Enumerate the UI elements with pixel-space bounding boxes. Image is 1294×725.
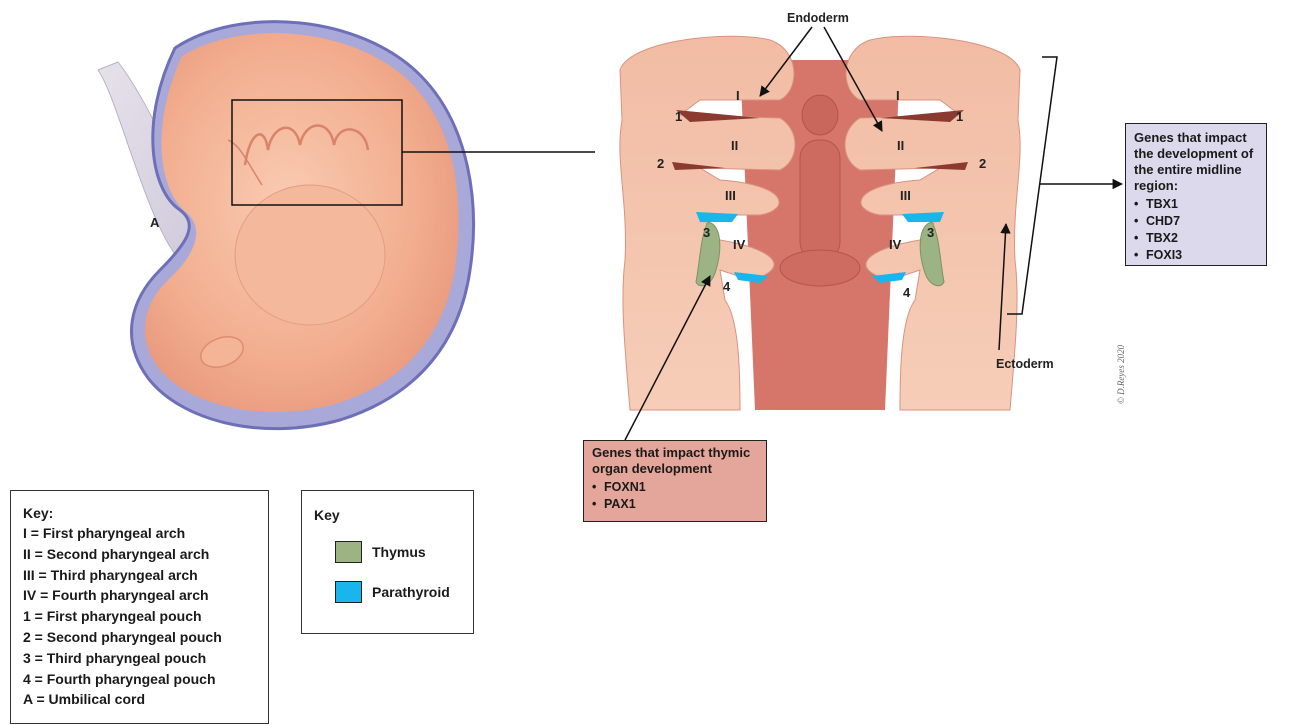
ectoderm-label: Ectoderm	[996, 357, 1054, 371]
arch-I-left-label: I	[736, 88, 740, 103]
arch-IV-right-label: IV	[889, 237, 902, 252]
key-row: 3 = Third pharyngeal pouch	[23, 648, 256, 669]
arch-IV-left-label: IV	[733, 237, 746, 252]
arch-II-left-label: II	[731, 138, 738, 153]
pouch-1-left-label: 1	[675, 109, 682, 124]
key-row: IV = Fourth pharyngeal arch	[23, 585, 256, 606]
midline-nodule-bottom	[780, 250, 860, 286]
arch-III-left-label: III	[725, 188, 736, 203]
gene-item: PAX1	[592, 496, 758, 513]
legend-item-thymus: Thymus	[335, 541, 426, 563]
arch-I-right-label: I	[896, 88, 900, 103]
gene-item: CHD7	[1134, 213, 1258, 230]
endoderm-label: Endoderm	[787, 11, 849, 25]
key-row: III = Third pharyngeal arch	[23, 565, 256, 586]
thymus-swatch	[335, 541, 362, 563]
arch-III-right-label: III	[900, 188, 911, 203]
pharyngeal-section	[620, 36, 1020, 410]
thymic-genes-box: Genes that impact thymic organ developme…	[583, 440, 767, 522]
umbilical-cord-label: A	[150, 215, 160, 230]
embryo-heart-bulge	[235, 185, 385, 325]
midline-column	[800, 140, 840, 260]
thymic-genes-title: Genes that impact thymic organ developme…	[592, 445, 758, 477]
gene-item: TBX1	[1134, 196, 1258, 213]
parathyroid-legend-label: Parathyroid	[372, 584, 450, 600]
pouch-1-right-label: 1	[956, 109, 963, 124]
midline-genes-box: Genes that impact the development of the…	[1125, 123, 1267, 266]
abbreviation-key-title: Key:	[23, 505, 256, 521]
gene-item: TBX2	[1134, 230, 1258, 247]
key-row: A = Umbilical cord	[23, 689, 256, 710]
color-key-title: Key	[314, 507, 461, 523]
key-row: 4 = Fourth pharyngeal pouch	[23, 669, 256, 690]
pouch-4-right-label: 4	[903, 285, 911, 300]
artist-signature: © D.Reyes 2020	[1090, 338, 1150, 408]
parathyroid-swatch	[335, 581, 362, 603]
color-key: Key Thymus Parathyroid	[301, 490, 474, 634]
midline-nodule-top	[802, 95, 838, 135]
pouch-3-right-label: 3	[927, 225, 934, 240]
pouch-3-left-label: 3	[703, 225, 710, 240]
embryo-illustration	[98, 22, 595, 429]
pouch-2-left-label: 2	[657, 156, 664, 171]
key-row: I = First pharyngeal arch	[23, 523, 256, 544]
key-row: 1 = First pharyngeal pouch	[23, 606, 256, 627]
midline-genes-title: Genes that impact the development of the…	[1134, 130, 1258, 194]
signature-text: © D.Reyes 2020	[1116, 344, 1126, 404]
thymus-legend-label: Thymus	[372, 544, 426, 560]
pouch-2-right-label: 2	[979, 156, 986, 171]
abbreviation-key: Key: I = First pharyngeal arch II = Seco…	[10, 490, 269, 724]
gene-item: FOXI3	[1134, 247, 1258, 264]
key-row: II = Second pharyngeal arch	[23, 544, 256, 565]
arch-II-right-label: II	[897, 138, 904, 153]
thymic-genes-list: FOXN1 PAX1	[592, 479, 758, 513]
legend-item-parathyroid: Parathyroid	[335, 581, 450, 603]
gene-item: FOXN1	[592, 479, 758, 496]
pouch-4-left-label: 4	[723, 279, 731, 294]
midline-genes-list: TBX1 CHD7 TBX2 FOXI3	[1134, 196, 1258, 264]
key-row: 2 = Second pharyngeal pouch	[23, 627, 256, 648]
